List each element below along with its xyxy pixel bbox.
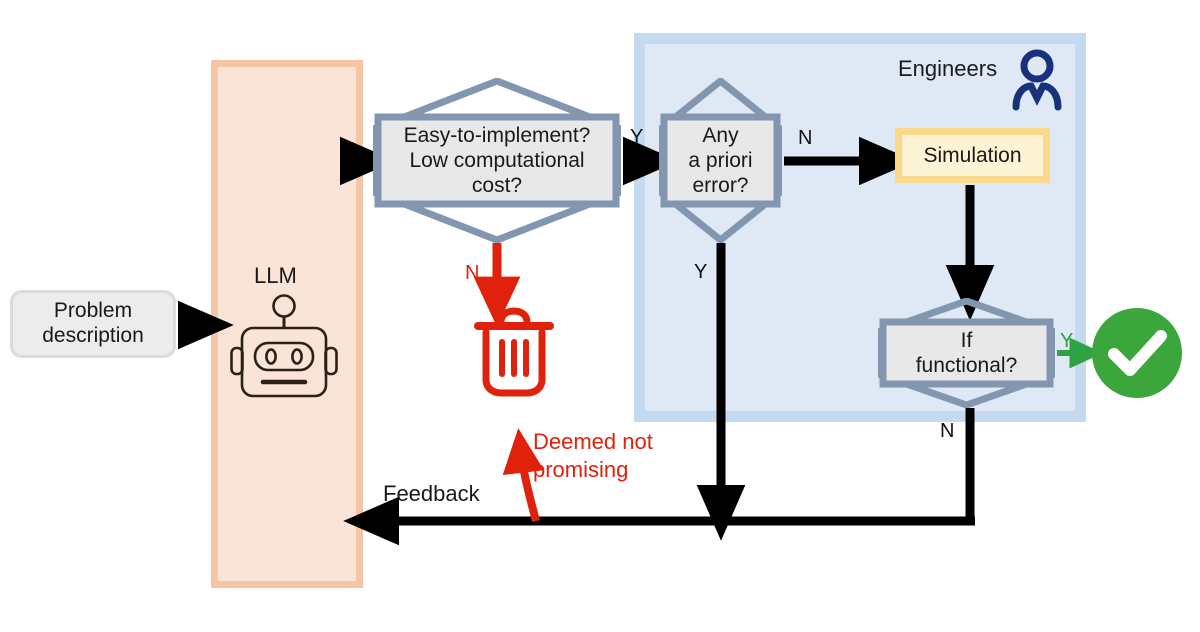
green-check-circle-icon [1092, 308, 1182, 398]
branch-label-apriori-no: N [798, 127, 813, 149]
deemed-line1: Deemed not [533, 429, 653, 454]
engineer-person-icon [1012, 49, 1062, 111]
branch-label-easy-yes: Y [630, 126, 644, 148]
edge-deemed-not-promising [502, 428, 545, 522]
simulation-label: Simulation [923, 143, 1022, 167]
decision-easy-to-implement[interactable]: Easy-to-implement? Low computational cos… [373, 78, 621, 243]
problem-description-box[interactable]: Problem description [10, 290, 176, 358]
decision-hex-shape [878, 298, 1055, 408]
deemed-not-promising-label: Deemed not promising [533, 428, 693, 483]
problem-line2: description [42, 324, 144, 347]
simulation-box[interactable]: Simulation [895, 128, 1050, 183]
decision-hex-shape [373, 78, 621, 243]
decision-if-functional[interactable]: If functional? [878, 298, 1055, 408]
feedback-edge-label: Feedback [383, 481, 480, 506]
decision-any-a-priori-error[interactable]: Any a priori error? [659, 78, 782, 243]
deemed-line2: promising [533, 456, 629, 482]
llm-lane-label: LLM [254, 263, 297, 288]
branch-label-functional-yes: Y [1060, 330, 1074, 352]
engineers-lane-label: Engineers [898, 56, 998, 81]
branch-label-functional-no: N [940, 420, 955, 442]
branch-label-easy-no: N [465, 262, 480, 284]
branch-label-apriori-yes: Y [694, 261, 708, 283]
robot-icon [230, 294, 338, 398]
trash-icon [474, 307, 554, 397]
problem-line1: Problem [53, 299, 133, 323]
decision-hex-shape [659, 78, 782, 243]
